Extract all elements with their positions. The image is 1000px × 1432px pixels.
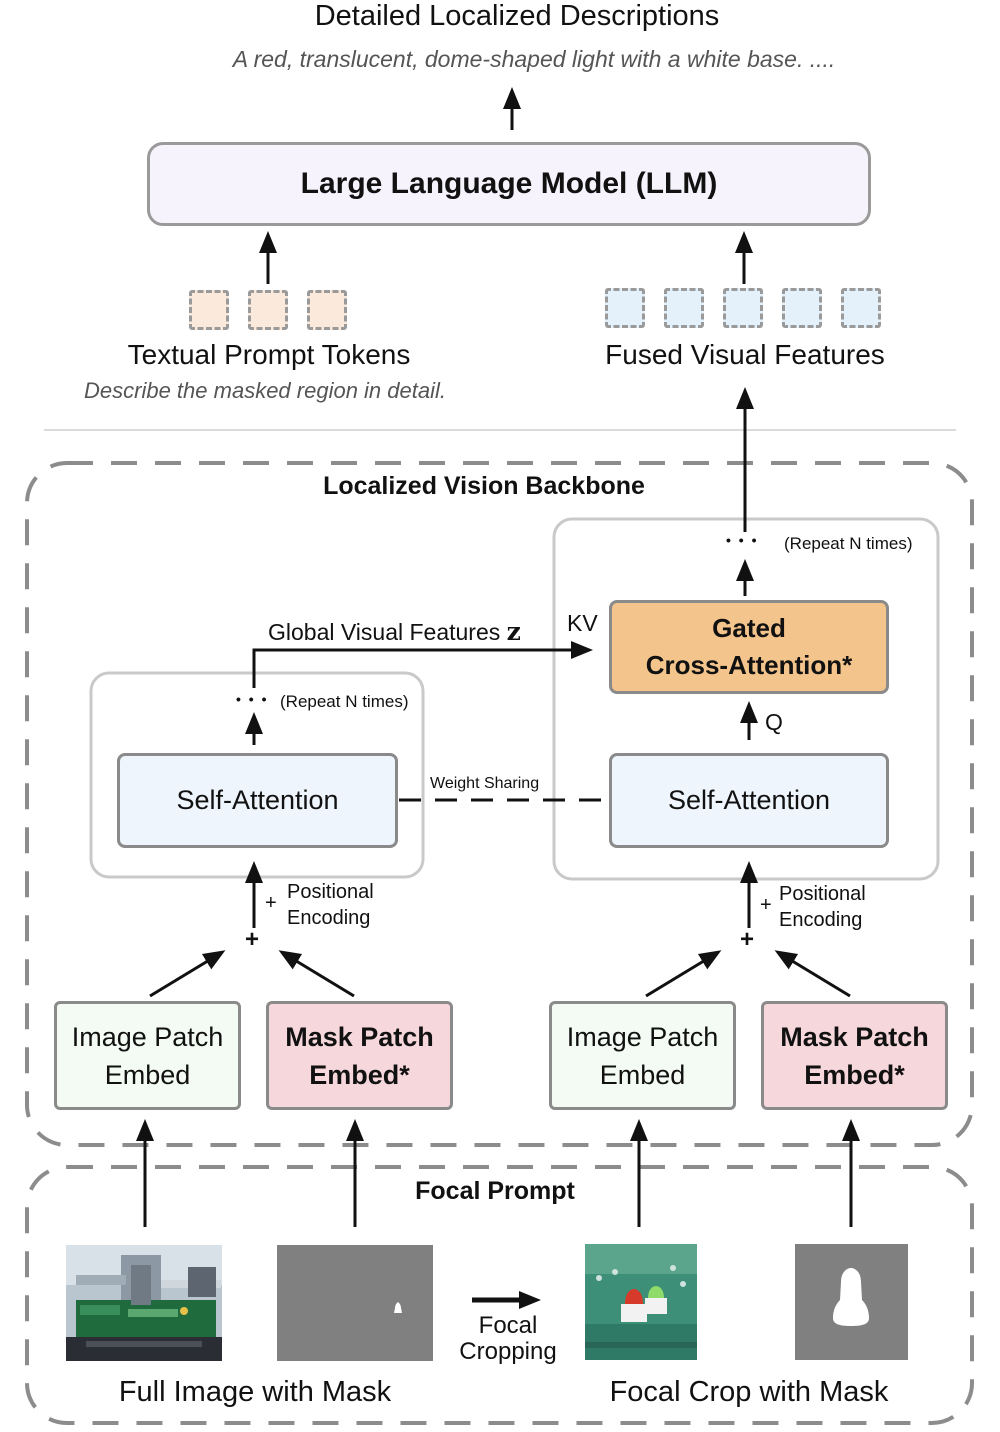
focal-cropping-line1: Focal [478,1312,538,1339]
mask-patch-embed-right: Mask Patch Embed* [761,1001,948,1110]
image-patch-embed-right: Image Patch Embed [549,1001,736,1110]
focal-prompt-title: Focal Prompt [415,1177,575,1205]
arrow-right-image-merge [645,950,722,998]
output-title: Detailed Localized Descriptions [314,0,720,32]
image-patch-left-line2: Embed [104,1059,191,1090]
focal-crop-photo [585,1244,697,1360]
pos-plus-right: + [760,894,772,916]
repeat-label-left: (Repeat N times) [280,692,409,711]
full-image-label: Full Image with Mask [118,1376,392,1408]
pos-plus-left: + [265,892,277,914]
text-token [189,290,229,330]
full-image-photo [66,1245,222,1361]
text-token [248,290,288,330]
focal-cropping-line2: Cropping [459,1338,557,1365]
text-token [307,290,347,330]
image-patch-right-line1: Image Patch [566,1021,719,1052]
merge-plus-left: + [245,926,260,953]
arrow-left-mask-merge [278,950,355,998]
pos-right-line1: Positional [779,883,866,905]
repeat-label-right: (Repeat N times) [784,534,913,553]
llm-box: Large Language Model (LLM) [147,142,871,226]
self-attention-right: Self-Attention [609,753,889,848]
arrow-left-image-merge [149,950,226,998]
arrow-right-mask-merge [774,950,851,998]
focal-cropping-label: Focal Cropping [448,1313,568,1365]
pos-label-right: Positional Encoding [779,881,866,933]
focal-crop-label: Focal Crop with Mask [609,1376,889,1408]
image-patch-right-line2: Embed [599,1059,686,1090]
focal-crop-mask [795,1244,908,1360]
gated-line1: Gated [712,613,786,643]
focal-prompt-container [25,1165,974,1425]
repeat-dots-left: • • • [236,691,269,707]
visual-token [782,288,822,328]
visual-token [664,288,704,328]
image-patch-embed-left: Image Patch Embed [54,1001,241,1110]
merge-plus-right: + [740,926,755,953]
global-features-label: Global Visual Features z [268,617,521,646]
pos-left-line1: Positional [287,881,374,903]
textual-tokens-label: Textual Prompt Tokens [127,339,411,370]
full-mask [277,1245,433,1361]
repeat-dots-right: • • • [726,532,759,548]
q-label: Q [765,709,783,735]
mask-patch-left-line1: Mask Patch [285,1021,434,1052]
self-attention-left-label: Self-Attention [176,785,339,815]
kv-label: KV [567,610,598,636]
backbone-title: Localized Vision Backbone [323,472,645,500]
output-example: A red, translucent, dome-shaped light wi… [232,46,836,72]
self-attention-right-label: Self-Attention [667,785,831,815]
visual-token [605,288,645,328]
image-patch-left-line1: Image Patch [71,1021,224,1052]
global-features-symbol: z [506,617,521,646]
mask-patch-embed-left: Mask Patch Embed* [266,1001,453,1110]
weight-sharing-label: Weight Sharing [430,775,540,792]
llm-label: Large Language Model (LLM) [300,167,718,200]
gated-line2: Cross-Attention* [645,650,853,680]
visual-token [723,288,763,328]
textual-tokens-prompt: Describe the masked region in detail. [84,378,446,403]
pos-left-line2: Encoding [287,907,371,929]
global-features-text: Global Visual Features [268,619,501,645]
mask-patch-right-line1: Mask Patch [780,1021,929,1052]
pos-label-left: Positional Encoding [287,879,374,931]
mask-patch-right-line2: Embed* [804,1059,905,1090]
self-attention-left: Self-Attention [117,753,398,848]
visual-token [841,288,881,328]
backbone-container [25,461,974,1147]
pos-right-line2: Encoding [779,909,863,931]
mask-patch-left-line2: Embed* [309,1059,410,1090]
gated-cross-attention-box: Gated Cross-Attention* [609,600,889,694]
visual-tokens-label: Fused Visual Features [605,339,885,370]
arrow-global-features [252,641,593,688]
